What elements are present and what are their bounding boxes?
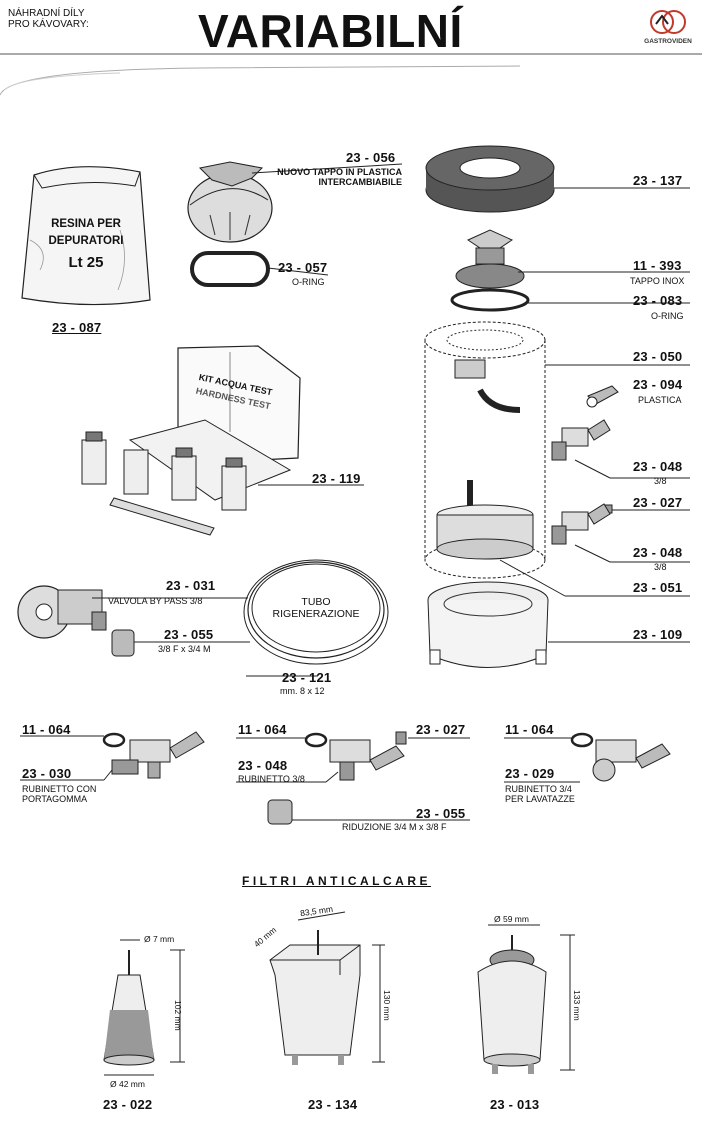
filter-134-height-dim: 130 mm (382, 990, 392, 1021)
part-23-083: 23 - 083 (633, 293, 683, 308)
tap-icon-30 (102, 731, 205, 779)
part-23-083-desc: O-RING (651, 311, 684, 321)
tube-label: TUBO RIGENERAZIONE (262, 596, 370, 620)
part-23-055-a-desc: 3/8 F x 3/4 M (158, 644, 211, 654)
page-title: VARIABILNÍ (198, 5, 463, 57)
filter-22-bottom-dim: Ø 42 mm (110, 1079, 145, 1089)
resin-bag-icon (21, 166, 151, 306)
part-23-109: 23 - 109 (633, 627, 683, 642)
part-23-057-desc: O-RING (292, 277, 325, 287)
header-subtitle: NÁHRADNÍ DÍLY PRO KÁVOVARY: (8, 8, 89, 30)
tube-line1: TUBO (301, 596, 331, 608)
part-23-119: 23 - 119 (312, 471, 361, 486)
filter-body-icon (424, 321, 546, 579)
filter-22-icon (103, 939, 185, 1076)
part-23-031-desc: VALVOLA BY PASS 3/8 (108, 596, 203, 606)
part-23-094: 23 - 094 (633, 377, 683, 392)
part-23-048-b-desc: 3/8 (654, 562, 667, 572)
filter-13-icon (477, 924, 575, 1074)
part-11-064-c: 11 - 064 (505, 722, 554, 737)
part-23-030-desc: RUBINETTO CON PORTAGOMMA (22, 784, 96, 804)
tap-icon-29 (570, 732, 671, 782)
part-23-056-line1: NUOVO TAPPO IN PLASTICA (277, 167, 402, 177)
part-23-121: 23 - 121 (282, 670, 332, 685)
steel-cap-icon (455, 229, 525, 289)
header-subtitle-line1: NÁHRADNÍ DÍLY (8, 8, 85, 19)
part-23-048-c: 23 - 048 (238, 758, 288, 773)
plastic-cap-icon (187, 161, 273, 243)
part-23-056-line2: INTERCAMBIABILE (318, 177, 403, 187)
filters-title: FILTRI ANTICALCARE (242, 874, 431, 888)
bag-line2: DEPURATORI (48, 235, 124, 247)
part-23-056: 23 - 056 (346, 150, 396, 165)
tube-coil-icon (243, 559, 389, 665)
tap-icon-48 (304, 731, 407, 781)
part-11-393-desc: TAPPO INOX (630, 276, 685, 286)
tap-icon-upper (551, 419, 611, 461)
part-23-027-b: 23 - 027 (416, 722, 466, 737)
part-23-030-line1: RUBINETTO CON (22, 784, 97, 794)
part-23-029-desc: RUBINETTO 3/4 PER LAVATAZZE (505, 784, 575, 804)
bag-line1: RESINA PER (51, 218, 121, 230)
base-icon (427, 581, 549, 668)
filter-13-top-dim: Ø 59 mm (494, 914, 529, 924)
part-23-029: 23 - 029 (505, 766, 555, 781)
filter-13-height-dim: 133 mm (572, 990, 582, 1021)
bag-label: RESINA PER DEPURATORI Lt 25 (26, 216, 146, 271)
part-23-048-b: 23 - 048 (633, 545, 683, 560)
part-23-121-desc: mm. 8 x 12 (280, 686, 325, 696)
disc-icon (425, 145, 555, 213)
tap-icon-lower (551, 503, 611, 545)
filter-22-top-dim: Ø 7 mm (144, 934, 175, 944)
bag-line3: Lt 25 (68, 254, 104, 271)
logo-text: GASTROVIDEN (644, 38, 692, 45)
part-23-030: 23 - 030 (22, 766, 72, 781)
part-11-393: 11 - 393 (633, 258, 682, 273)
part-23-048-a-desc: 3/8 (654, 476, 667, 486)
part-23-055-b-desc: RIDUZIONE 3/4 M x 3/8 F (342, 822, 447, 832)
part-23-048-a: 23 - 048 (633, 459, 683, 474)
part-23-029-line2: PER LAVATAZZE (505, 794, 575, 804)
part-23-013: 23 - 013 (490, 1097, 540, 1112)
brand-logo: GASTROVIDEN (640, 4, 696, 48)
part-23-050: 23 - 050 (633, 349, 683, 364)
part-11-064-b: 11 - 064 (238, 722, 287, 737)
part-23-056-desc: NUOVO TAPPO IN PLASTICA INTERCAMBIABILE (264, 167, 402, 187)
part-23-030-line2: PORTAGOMMA (22, 794, 88, 804)
part-23-051: 23 - 051 (633, 580, 683, 595)
part-23-137: 23 - 137 (633, 173, 683, 188)
part-23-087: 23 - 087 (52, 320, 102, 335)
part-23-027-a: 23 - 027 (633, 495, 683, 510)
part-23-134: 23 - 134 (308, 1097, 358, 1112)
part-23-022: 23 - 022 (103, 1097, 153, 1112)
part-23-057: 23 - 057 (278, 260, 328, 275)
filter-22-height-dim: 102 mm (173, 1000, 183, 1031)
part-23-031: 23 - 031 (166, 578, 216, 593)
part-23-094-desc: PLASTICA (638, 395, 682, 405)
logo-icon (650, 10, 686, 34)
part-11-064-a: 11 - 064 (22, 722, 71, 737)
part-23-055-a: 23 - 055 (164, 627, 214, 642)
header-subtitle-line2: PRO KÁVOVARY: (8, 19, 89, 30)
test-kit-icon (81, 345, 301, 536)
tube-line2: RIGENERAZIONE (272, 608, 360, 620)
bypass-valve-icon (17, 585, 107, 639)
part-23-029-line1: RUBINETTO 3/4 (505, 784, 572, 794)
part-23-048-c-desc: RUBINETTO 3/8 (238, 774, 305, 784)
part-23-055-b: 23 - 055 (416, 806, 466, 821)
filter-134-icon (269, 911, 385, 1065)
